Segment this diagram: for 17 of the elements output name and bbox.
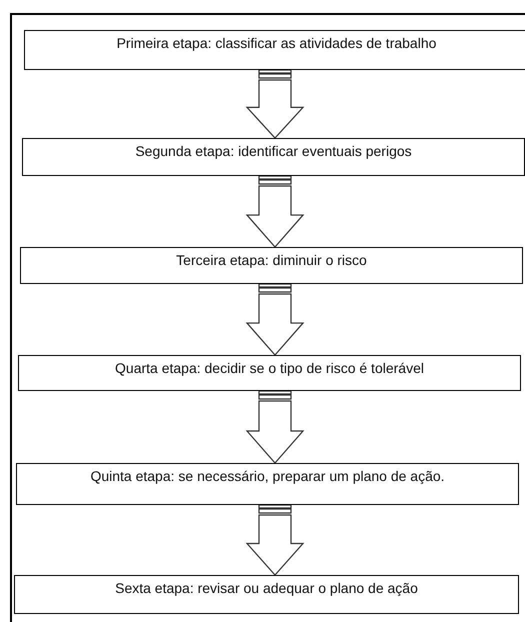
step-text: Segunda etapa: identificar eventuais perigos xyxy=(134,143,413,159)
step-box xyxy=(24,30,525,70)
block-arrow xyxy=(246,504,304,576)
block-arrow xyxy=(246,69,304,139)
step-box xyxy=(18,355,521,391)
step-box xyxy=(22,138,525,176)
step-box xyxy=(16,463,519,505)
block-arrow xyxy=(246,390,304,464)
step-text: Quarta etapa: decidir se o tipo de risco é tolerável xyxy=(114,360,425,376)
step-text: Sexta etapa: revisar ou adequar o plano de ação xyxy=(114,580,419,596)
step-text: Terceira etapa: diminuir o risco xyxy=(175,252,368,268)
block-arrow xyxy=(246,175,304,248)
step-text: Primeira etapa: classificar as atividades de trabalho xyxy=(116,35,438,51)
step-box xyxy=(20,247,523,284)
step-text: Quinta etapa: se necessário, preparar um plano de ação. xyxy=(89,468,446,484)
step-box xyxy=(14,575,519,614)
block-arrow xyxy=(246,283,304,356)
